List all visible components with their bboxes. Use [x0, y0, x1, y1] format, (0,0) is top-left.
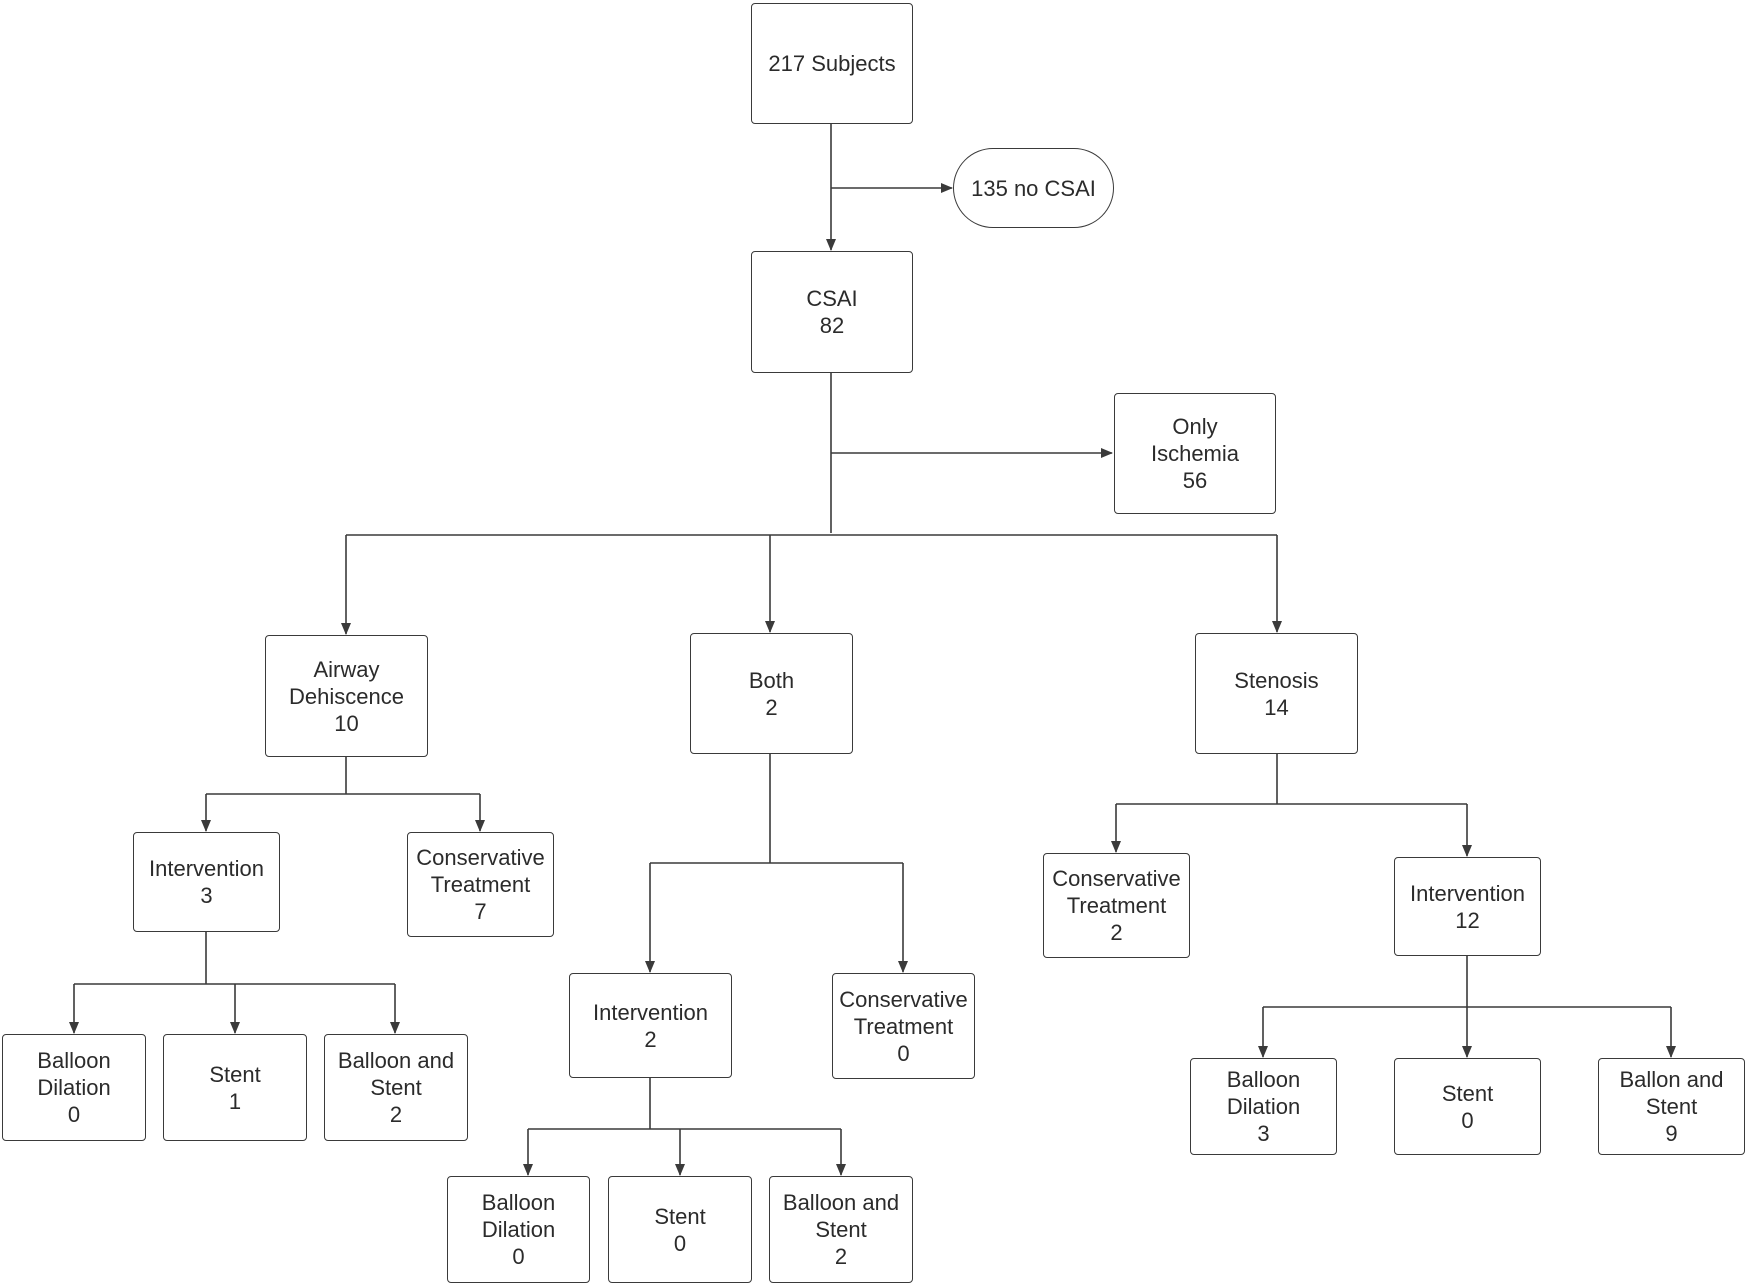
node-label: Airway: [313, 656, 380, 682]
edge-st-int-split: [1263, 956, 1671, 1008]
edge-airway-split: [206, 757, 480, 795]
node-both: Both 2: [690, 633, 853, 754]
node-count: 0: [512, 1244, 525, 1269]
node-label: Ballon and: [1619, 1067, 1724, 1092]
node-count: 2: [834, 1244, 848, 1269]
node-count: 3: [200, 883, 213, 908]
node-count: 10: [334, 710, 359, 736]
node-label: Dilation: [1226, 1094, 1301, 1119]
node-count: 12: [1455, 907, 1480, 933]
node-stenosis: Stenosis 14: [1195, 633, 1358, 754]
node-label: Ischemia: [1150, 441, 1240, 466]
node-total-subjects: 217 Subjects: [751, 3, 913, 124]
node-count: 14: [1264, 694, 1289, 720]
node-both-conservative: Conservative Treatment 0: [832, 973, 975, 1079]
edge-stenosis-split: [1116, 754, 1467, 805]
node-airway-dehiscence: Airway Dehiscence 10: [265, 635, 428, 757]
node-count: 0: [67, 1102, 81, 1127]
node-label: Balloon: [481, 1190, 556, 1215]
node-airway-balloon-and-stent: Balloon and Stent 2: [324, 1034, 468, 1141]
edge-both-int-split: [528, 1078, 841, 1130]
node-label: CSAI: [806, 286, 858, 311]
node-airway-stent: Stent 1: [163, 1034, 307, 1141]
node-label: Stent: [815, 1217, 867, 1242]
node-airway-balloon-dilation: Balloon Dilation 0: [2, 1034, 146, 1141]
node-label: Balloon and: [782, 1190, 900, 1215]
node-count: 2: [389, 1102, 403, 1127]
node-label: Intervention: [1410, 880, 1525, 906]
node-label: Dilation: [481, 1217, 556, 1242]
node-count: 0: [1461, 1107, 1474, 1133]
node-label: Stent: [209, 1061, 261, 1087]
node-count: 2: [644, 1026, 657, 1052]
node-airway-intervention: Intervention 3: [133, 832, 280, 932]
node-count: 0: [897, 1040, 910, 1066]
node-both-balloon-dilation: Balloon Dilation 0: [447, 1176, 590, 1283]
node-count: 7: [474, 899, 487, 924]
node-count: 0: [673, 1230, 687, 1256]
node-label: Balloon: [37, 1048, 111, 1073]
node-label: Intervention: [149, 856, 264, 881]
node-label: Treatment: [1066, 893, 1167, 918]
node-no-csai: 135 no CSAI: [953, 148, 1114, 228]
node-label: Balloon: [1226, 1067, 1301, 1092]
node-label: Conservative: [416, 845, 545, 870]
node-label: Intervention: [593, 999, 708, 1025]
node-label: Balloon and: [337, 1048, 455, 1073]
node-label: Only: [1172, 414, 1218, 439]
node-label: Conservative: [839, 986, 968, 1012]
node-count: 3: [1257, 1121, 1270, 1146]
node-count: 2: [1110, 920, 1123, 945]
node-label: Stent: [1645, 1094, 1698, 1119]
edge-aw-int-split: [74, 932, 395, 985]
node-stenosis-intervention: Intervention 12: [1394, 857, 1541, 956]
node-label: Stent: [654, 1203, 706, 1229]
node-label: 217 Subjects: [768, 51, 896, 76]
node-stenosis-stent: Stent 0: [1394, 1058, 1541, 1155]
node-label: 135 no CSAI: [971, 175, 1096, 201]
node-label: Conservative: [1052, 866, 1181, 891]
node-label: Stent: [370, 1075, 422, 1100]
node-label: Treatment: [853, 1013, 954, 1039]
node-label: Stent: [1441, 1080, 1494, 1106]
node-csai: CSAI 82: [751, 251, 913, 373]
node-only-ischemia: Only Ischemia 56: [1114, 393, 1276, 514]
node-count: 56: [1182, 468, 1208, 493]
node-stenosis-conservative: Conservative Treatment 2: [1043, 853, 1190, 958]
node-airway-conservative: Conservative Treatment 7: [407, 832, 554, 937]
node-count: 82: [819, 313, 845, 338]
node-label: Stenosis: [1234, 667, 1319, 693]
node-label: Treatment: [430, 872, 531, 897]
node-count: 2: [765, 694, 778, 720]
node-count: 1: [228, 1088, 242, 1114]
node-both-stent: Stent 0: [608, 1176, 752, 1283]
node-both-intervention: Intervention 2: [569, 973, 732, 1078]
node-stenosis-balloon-and-stent: Ballon and Stent 9: [1598, 1058, 1745, 1155]
node-label: Dehiscence: [289, 683, 404, 709]
node-stenosis-balloon-dilation: Balloon Dilation 3: [1190, 1058, 1337, 1155]
edge-both-split: [650, 754, 903, 864]
node-count: 9: [1665, 1121, 1678, 1146]
node-label: Dilation: [37, 1075, 111, 1100]
node-both-balloon-and-stent: Balloon and Stent 2: [769, 1176, 913, 1283]
node-label: Both: [748, 667, 795, 693]
